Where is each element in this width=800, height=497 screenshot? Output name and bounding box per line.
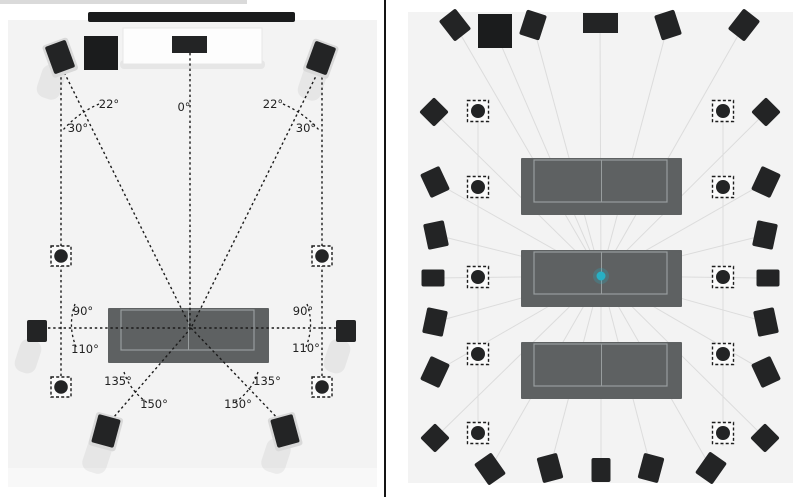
ceiling-speaker-icon: [716, 347, 730, 361]
ceiling-speaker-icon: [716, 426, 730, 440]
wall-speaker: [474, 453, 506, 485]
angle-arc: [232, 371, 259, 405]
angle-label: 30°: [296, 121, 316, 135]
wall-speaker: [751, 356, 781, 388]
angle-label: 150°: [140, 397, 168, 411]
subwoofer: [478, 14, 512, 48]
listening-point-dot: [596, 271, 606, 281]
angle-line: [106, 327, 192, 426]
angle-label: 22°: [263, 97, 283, 111]
ceiling-speaker-icon: [471, 270, 485, 284]
angle-arc: [70, 303, 78, 350]
front-left-speaker: [45, 40, 75, 74]
right-diagram-cinema-room: [408, 9, 793, 485]
ceiling-speaker-icon: [716, 180, 730, 194]
angle-label: 110°: [71, 342, 99, 356]
rear-right-speaker: [270, 414, 300, 448]
angle-label: 135°: [253, 374, 281, 388]
radial-line: [600, 24, 669, 277]
center-speaker: [583, 13, 618, 33]
couch-seat-outline: [533, 343, 668, 387]
wall-speaker: [756, 269, 780, 287]
angle-label: 0°: [177, 100, 190, 114]
tv-screen: [88, 12, 295, 22]
front-right-speaker: [306, 41, 336, 75]
radial-line: [599, 22, 602, 277]
side-right-speaker: [336, 320, 356, 342]
radial-line: [600, 111, 767, 277]
angle-arc: [62, 103, 100, 131]
couch-seat-outline: [533, 251, 668, 295]
ceiling-speaker-icon: [471, 104, 485, 118]
angle-line: [190, 327, 285, 426]
speaker-shadow: [323, 338, 351, 374]
rear-left-speaker: [91, 414, 121, 448]
wall-speaker: [439, 9, 471, 41]
wall-speaker: [751, 166, 781, 198]
wall-speaker: [637, 453, 665, 483]
couch-seat-outline: [120, 309, 255, 351]
wall-speaker: [654, 9, 682, 41]
angle-label: 30°: [68, 121, 88, 135]
ceiling-speaker-icon: [54, 249, 68, 263]
radial-line: [532, 24, 602, 277]
wall-speaker: [752, 220, 778, 250]
angle-line: [61, 67, 192, 329]
subwoofer: [84, 36, 118, 70]
wall-speaker: [420, 423, 450, 453]
center-speaker: [172, 36, 207, 53]
wall-speaker: [591, 458, 611, 482]
ceiling-speaker-icon: [54, 380, 68, 394]
angle-arc: [282, 103, 320, 131]
wall-speaker: [519, 9, 547, 41]
speaker-shadow: [14, 338, 42, 374]
wall-speaker: [420, 356, 450, 388]
angle-arc: [304, 303, 312, 350]
ceiling-speaker-icon: [471, 180, 485, 194]
ceiling-speaker-icon: [471, 426, 485, 440]
angle-label: 150°: [224, 397, 252, 411]
left-diagram-home-theater: 22°0°22°30°30°90°90°110°110°135°135°150°…: [0, 0, 377, 487]
angle-label: 135°: [104, 374, 132, 388]
radial-line: [494, 30, 602, 277]
wall-strip: [0, 0, 247, 4]
image-divider: [384, 0, 386, 497]
ceiling-speaker-icon: [716, 104, 730, 118]
ceiling-speaker-icon: [471, 347, 485, 361]
angle-label: 22°: [99, 97, 119, 111]
angle-line: [190, 67, 321, 329]
radial-line: [433, 111, 602, 277]
radial-line: [600, 24, 745, 277]
radial-line: [454, 24, 602, 277]
wall-speaker: [419, 97, 449, 127]
angle-label: 110°: [292, 341, 320, 355]
wall-speaker: [695, 452, 727, 484]
couch-seat-outline: [533, 159, 668, 203]
wall-speaker: [750, 423, 780, 453]
wall-speaker: [422, 307, 448, 337]
wall-speaker: [753, 307, 779, 337]
wall-speaker: [536, 453, 564, 483]
ceiling-speaker-icon: [315, 380, 329, 394]
angle-arc: [123, 371, 150, 405]
wall-speaker: [751, 97, 781, 127]
wall-speaker: [420, 166, 450, 198]
wall-speaker: [421, 269, 445, 287]
ceiling-speaker-icon: [716, 270, 730, 284]
ceiling-speaker-icon: [315, 249, 329, 263]
side-left-speaker: [27, 320, 47, 342]
floor-band: [8, 468, 377, 487]
wall-speaker: [423, 220, 449, 250]
wall-speaker: [728, 9, 760, 41]
angle-label: 90°: [73, 304, 93, 318]
angle-label: 90°: [293, 304, 313, 318]
